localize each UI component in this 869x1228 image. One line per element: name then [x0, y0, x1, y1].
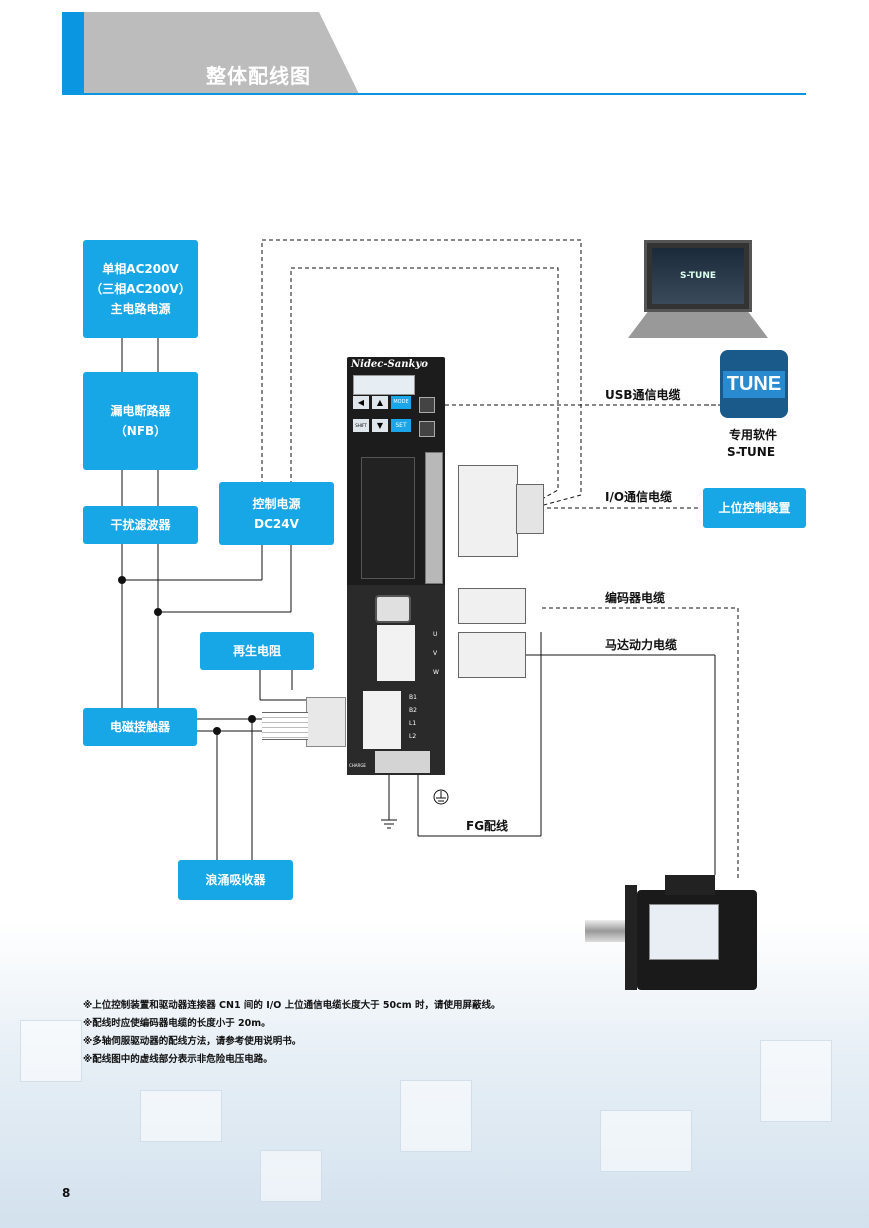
- surge-absorber-box: 浪涌吸收器: [178, 860, 293, 900]
- io-cable-label: I/O通信电缆: [605, 490, 673, 504]
- nfb-label-2: （NFB）: [114, 424, 167, 438]
- cn1-connector[interactable]: [425, 452, 443, 584]
- decor-square: [20, 1020, 82, 1082]
- shift-button[interactable]: SHIFT: [353, 419, 369, 432]
- terminal-label-l2: L2: [409, 733, 417, 740]
- control-power-label-2: DC24V: [254, 516, 299, 531]
- motor-nameplate: [649, 904, 719, 960]
- decor-square: [600, 1110, 692, 1172]
- power-supply-label-3: 主电路电源: [110, 302, 171, 316]
- ground-screw-plate: [375, 751, 430, 773]
- page-title: 整体配线图: [206, 64, 311, 88]
- down-arrow-button[interactable]: ▼: [372, 419, 388, 432]
- header-rule: [62, 93, 806, 95]
- encoder-port[interactable]: [375, 595, 411, 623]
- drive-display: [353, 375, 415, 395]
- motor-power-cable-label: 马达动力电缆: [605, 638, 678, 652]
- decor-square: [260, 1150, 322, 1202]
- decor-square: [400, 1080, 472, 1152]
- regen-resistor-label: 再生电阻: [232, 644, 281, 658]
- header-tab: [84, 12, 359, 94]
- usb-port[interactable]: [419, 397, 435, 413]
- cover-panel: [361, 457, 415, 579]
- rs485-port[interactable]: [419, 421, 435, 437]
- fg-wiring-label: FG配线: [466, 819, 509, 833]
- laptop-screen-display: S-TUNE: [652, 248, 744, 304]
- regen-resistor-box: 再生电阻: [200, 632, 314, 670]
- mode-button[interactable]: MODE: [391, 396, 411, 409]
- host-controller-label: 上位控制装置: [718, 501, 791, 515]
- usb-cable-label: USB通信电缆: [605, 388, 681, 402]
- terminal-label-b1: B1: [409, 694, 417, 701]
- contactor-wire-bundle: [262, 712, 308, 740]
- power-terminal-block[interactable]: [363, 691, 401, 749]
- encoder-connector: [458, 588, 526, 624]
- page-number: 8: [62, 1186, 71, 1200]
- laptop-keyboard: [628, 312, 768, 338]
- noise-filter-box: 干扰滤波器: [83, 506, 198, 544]
- charge-label: CHARGE: [349, 763, 366, 768]
- nfb-box: 漏电断路器 （NFB）: [83, 372, 198, 470]
- host-controller-box: 上位控制装置: [703, 488, 806, 528]
- left-arrow-button[interactable]: ◀: [353, 396, 369, 409]
- decor-square: [140, 1090, 222, 1142]
- surge-absorber-label: 浪涌吸收器: [205, 873, 266, 887]
- stune-logo-icon: TUNE: [720, 350, 788, 418]
- terminal-label-w: W: [433, 669, 439, 676]
- software-label-1: 专用软件: [729, 428, 778, 442]
- motor-terminal-block[interactable]: [377, 625, 415, 681]
- laptop-screen: S-TUNE: [644, 240, 752, 312]
- decor-square: [760, 1040, 832, 1122]
- control-power-label-1: 控制电源: [252, 496, 301, 511]
- terminal-label-b2: B2: [409, 707, 417, 714]
- stune-logo-text: TUNE: [722, 370, 786, 398]
- motor-flange: [625, 885, 637, 990]
- contactor-box: 电磁接触器: [83, 708, 197, 746]
- noise-filter-label: 干扰滤波器: [110, 518, 171, 532]
- header-accent-bar: [62, 12, 84, 94]
- regen-connector: [306, 697, 346, 747]
- io-connector: [458, 465, 518, 557]
- contactor-label: 电磁接触器: [109, 720, 170, 734]
- encoder-cable-label: 编码器电缆: [605, 591, 666, 605]
- servo-motor: [585, 875, 765, 990]
- note-2: ※配线时应使编码器电缆的长度小于 20m。: [83, 1018, 271, 1029]
- drive-brand: Nidec-Sankyo: [351, 359, 428, 370]
- note-1: ※上位控制装置和驱动器连接器 CN1 间的 I/O 上位通信电缆长度大于 50c…: [83, 1000, 501, 1011]
- note-4: ※配线图中的虚线部分表示非危险电压电路。: [83, 1054, 273, 1065]
- control-power-box: 控制电源 DC24V: [219, 482, 334, 545]
- terminal-label-u: U: [433, 631, 438, 638]
- motor-power-connector: [458, 632, 526, 678]
- motor-body: [637, 890, 757, 990]
- servo-drive: Nidec-Sankyo ◀ ▲ MODE SHIFT ▼ SET U V W …: [347, 357, 445, 775]
- set-button[interactable]: SET: [391, 419, 411, 432]
- note-3: ※多轴伺服驱动器的配线方法，请参考使用说明书。: [83, 1036, 302, 1047]
- nfb-label-1: 漏电断路器: [110, 404, 171, 418]
- terminal-label-v: V: [433, 650, 438, 657]
- power-supply-box: 单相AC200V （三相AC200V） 主电路电源: [83, 240, 198, 338]
- software-label-2: S-TUNE: [727, 445, 776, 459]
- motor-connector-housing: [665, 875, 715, 895]
- io-connector-plug: [516, 484, 544, 534]
- laptop-screen-text: S-TUNE: [679, 271, 717, 281]
- laptop: S-TUNE: [628, 240, 768, 340]
- power-supply-label-2: （三相AC200V）: [90, 282, 191, 296]
- terminal-label-l1: L1: [409, 720, 417, 727]
- power-supply-label-1: 单相AC200V: [102, 262, 179, 276]
- up-arrow-button[interactable]: ▲: [372, 396, 388, 409]
- motor-shaft: [585, 920, 630, 942]
